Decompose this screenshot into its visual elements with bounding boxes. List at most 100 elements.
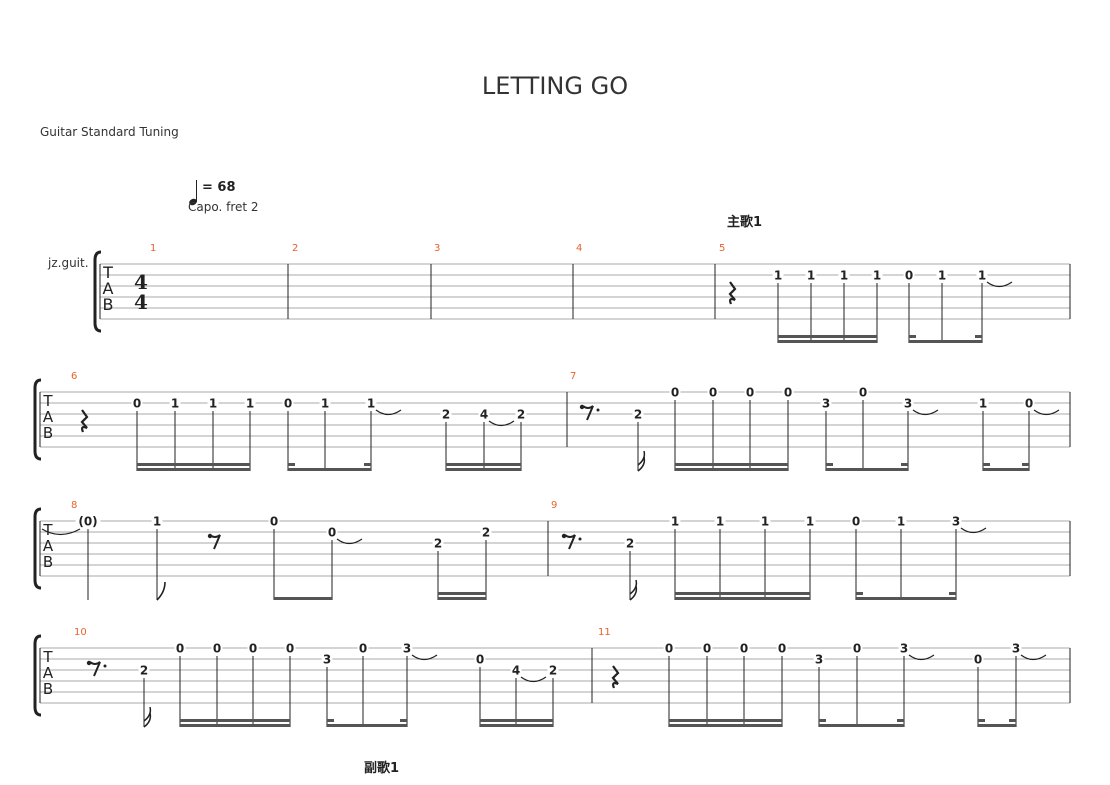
measure-number: 6 [71, 371, 77, 382]
system-bracket [33, 634, 42, 717]
rest-dot-icon [103, 664, 107, 668]
tab-clef-letter: A [103, 279, 114, 298]
fret-number-bg [804, 515, 816, 527]
fret-number: 0 [359, 642, 367, 656]
fret-number-bg [871, 269, 883, 281]
fret-number-bg [440, 408, 452, 420]
fret-number: 0 [284, 397, 292, 411]
system-bracket [33, 378, 42, 461]
fret-number-bg [851, 642, 863, 654]
fret-number-bg [759, 515, 771, 527]
fret-number: 4 [512, 664, 520, 678]
fret-number-bg [669, 515, 681, 527]
fret-number: 0 [133, 397, 141, 411]
beam [983, 468, 1029, 471]
beam [480, 724, 553, 727]
fret-number: 0 [671, 386, 679, 400]
fret-number-bg [401, 642, 413, 654]
fret-number-bg [510, 664, 522, 676]
beam [446, 468, 521, 471]
tie-arc [41, 528, 81, 536]
measure-number: 3 [434, 243, 440, 254]
fret-number: 1 [807, 269, 815, 283]
beam-stub [978, 719, 985, 722]
fret-number: 1 [978, 269, 986, 283]
fret-number-bg [898, 642, 910, 654]
fret-number: 2 [140, 664, 148, 678]
tab-clef-letter: A [43, 537, 54, 555]
fret-number-bg [857, 386, 869, 398]
beam [826, 468, 908, 471]
beam-stub [949, 592, 956, 595]
fret-number: 0 [859, 386, 867, 400]
fret-number: 1 [321, 397, 329, 411]
beam [669, 724, 782, 727]
eighth-rest-head-icon [561, 533, 567, 539]
fret-number: 0 [665, 642, 673, 656]
beam-stub [975, 335, 982, 338]
section-marker-chorus: 副歌1 [364, 761, 400, 776]
beam [819, 724, 904, 727]
beam-stub [901, 463, 908, 466]
beam-stub [909, 335, 916, 338]
fret-number: 3 [1012, 642, 1020, 656]
fret-number-bg [972, 653, 984, 665]
fret-number: 0 [249, 642, 257, 656]
tie-arc [375, 409, 402, 416]
fret-number-bg [169, 397, 181, 409]
score-title: LETTING GO [481, 72, 629, 100]
fret-number: 0 [328, 526, 336, 540]
fret-number-bg [624, 537, 636, 549]
quarter-rest-icon [728, 281, 737, 305]
fret-number: 0 [703, 642, 711, 656]
fret-number: 0 [740, 642, 748, 656]
tie-arc [520, 676, 547, 683]
beam [438, 597, 486, 600]
fret-number: 3 [822, 397, 830, 411]
fret-number: 1 [840, 269, 848, 283]
rest-dot-icon [578, 537, 582, 541]
fret-number: 0 [974, 653, 982, 667]
tie-arc [908, 654, 935, 661]
tuning-label: Guitar Standard Tuning [40, 125, 179, 139]
fret-number: 0 [852, 515, 860, 529]
fret-number: 1 [171, 397, 179, 411]
fret-number-bg [813, 653, 825, 665]
fret-number-bg [321, 653, 333, 665]
fret-number-bg [902, 397, 914, 409]
measure-number: 9 [551, 500, 557, 511]
tab-clef-letter: B [103, 295, 114, 314]
fret-number-bg [1023, 397, 1035, 409]
tie-arc [488, 420, 515, 427]
tab-clef-letter: B [43, 680, 53, 698]
fret-number-bg [669, 386, 681, 398]
tab-clef-letter: A [43, 408, 54, 426]
fret-number-bg [131, 397, 143, 409]
beam-secondary [669, 719, 782, 722]
fret-number-bg [211, 642, 223, 654]
tab-clef-letter: T [42, 648, 53, 666]
quarter-rest-icon [80, 409, 89, 433]
beam [137, 468, 250, 471]
tab-clef-letter: B [43, 424, 53, 442]
capo-label: Capo. fret 2 [188, 200, 259, 214]
beam-secondary [137, 463, 250, 466]
eighth-rest-head-icon [86, 660, 92, 666]
fret-number: 0 [778, 642, 786, 656]
fret-number-bg [174, 642, 186, 654]
beam [675, 597, 810, 600]
fret-number-bg [474, 653, 486, 665]
fret-number-bg [244, 397, 256, 409]
time-signature-top: 4 [134, 270, 148, 294]
fret-number-bg [547, 664, 559, 676]
rest-dot-icon [596, 408, 600, 412]
fret-number: 0 [746, 386, 754, 400]
beam [274, 597, 332, 600]
fret-number-bg [663, 642, 675, 654]
fret-number-bg [782, 386, 794, 398]
beam-secondary [675, 463, 788, 466]
measure-number: 2 [292, 243, 298, 254]
fret-number: 3 [323, 653, 331, 667]
fret-number-bg [895, 515, 907, 527]
